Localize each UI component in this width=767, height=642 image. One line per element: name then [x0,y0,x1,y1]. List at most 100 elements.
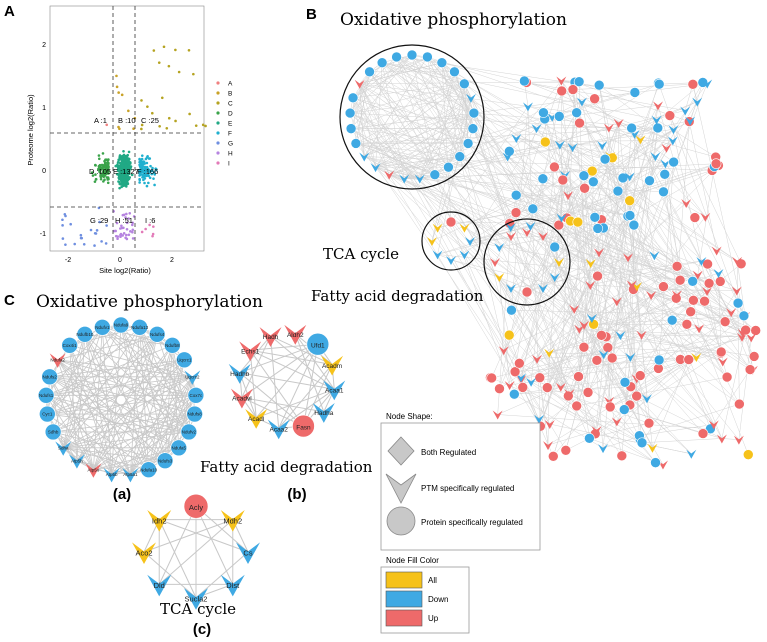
network-edge [69,324,122,346]
network-node [323,380,346,401]
legend-dot [216,111,220,115]
network-node [668,156,679,168]
scatter-point [188,112,191,116]
tca-cluster-circle [421,211,481,271]
network-node [702,286,713,296]
network-node [556,85,568,97]
network-node [504,381,515,391]
node-label: Dld [154,581,165,590]
scatter-point [177,70,181,74]
network-edge [565,105,659,451]
network-node [573,371,584,382]
network-node [541,382,553,393]
network-edge [381,62,704,434]
network-edge [369,71,677,299]
network-node [591,355,603,366]
node-label: Dlst [226,581,240,590]
network-edge [469,118,545,242]
network-edge [624,409,704,434]
network-edge [608,400,656,463]
scatter-point [105,224,108,227]
network-node [436,57,448,68]
network-edge [158,519,234,585]
scatter-point [131,223,134,227]
network-edge [239,372,304,427]
scatter-point [144,169,148,173]
network-node [574,324,585,334]
fatty-acid-cluster-circle [483,218,571,306]
scatter-point [141,175,144,179]
scatter-point [201,123,205,127]
scatter-point [117,158,121,162]
scatter-frame [49,5,205,252]
network-edge [593,181,746,331]
network-edge [450,106,529,223]
network-edge [450,221,656,463]
network-edge [102,326,173,346]
network-node [459,223,470,233]
scatter-point [125,212,128,216]
network-edge [84,334,149,470]
network-node [680,106,691,116]
network-node [132,542,156,564]
network-node [504,146,515,157]
node-label: Cyc1 [42,412,53,417]
scatter-point [152,177,155,180]
network-node [391,51,402,63]
network-node [41,368,58,386]
network-edge [542,200,630,289]
network-edge [676,266,710,284]
network-node [414,174,425,184]
network-edge [596,119,657,431]
network-edge [46,359,59,415]
scatter-point [130,173,134,177]
scatter-point [204,124,207,128]
network-edge [57,359,149,470]
scatter-point [174,119,177,123]
y-tick: 0 [42,168,46,175]
scatter-point [153,173,157,176]
network-node [506,232,516,242]
network-node [708,420,719,430]
node-label: Cox4i1 [63,343,78,348]
scatter-point [116,161,120,164]
node-label: Sdha [58,445,69,450]
network-node [748,351,760,362]
network-edge [270,335,280,429]
network-node [148,325,166,343]
color-swatch-all [385,571,423,589]
network-edge [558,261,585,325]
network-edge [603,227,719,274]
network-edge [639,424,714,436]
network-node [103,468,120,483]
region-label: H :51 [115,216,133,225]
scatter-point [93,231,97,235]
network-node [186,405,203,423]
x-tick: 0 [118,257,122,264]
network-node [650,152,661,162]
network-edge [510,260,702,289]
network-edge [396,56,465,85]
network-edge [355,127,658,144]
network-edge [698,328,740,405]
network-node [664,110,676,121]
network-edge [355,83,465,144]
network-node [685,116,696,126]
scatter-point [105,123,109,127]
node-label: Atp5h [71,458,83,463]
network-node [631,390,642,402]
scatter-point [140,127,143,131]
network-edge [102,327,197,396]
network-edge [355,143,452,261]
network-edge [350,128,740,405]
network-edge [92,327,103,470]
scatter-point [120,161,124,164]
network-node [468,107,480,119]
y-tick: 1 [42,105,46,112]
network-edge [46,327,103,415]
cluster-label-oxphos: Oxidative phosphorylation [340,10,567,30]
scatter-point [151,232,155,236]
node-label: Ndufv2 [182,430,197,435]
network-node [449,66,460,78]
